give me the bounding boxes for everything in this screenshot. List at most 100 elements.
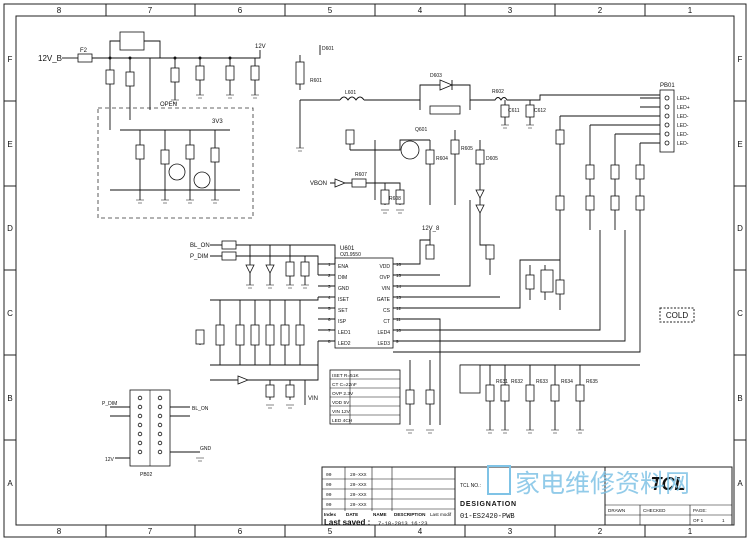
sheet-number: 1: [722, 518, 725, 523]
rev-header: NAME: [373, 512, 387, 517]
open-label: OPEN: [160, 102, 177, 108]
fuse-ref: F2: [80, 48, 88, 54]
fuse-resistor: [295, 61, 305, 85]
v33-label: 3V3: [212, 119, 223, 125]
input-power-section: 12V_B F2 12V OPEN 3V3: [38, 31, 266, 219]
row-label: E: [737, 140, 742, 149]
resistor: [125, 71, 135, 87]
zener-diode: [265, 264, 275, 274]
brand-logo: TCL: [651, 474, 686, 494]
col-label: 5: [328, 527, 333, 536]
ref-label: C611: [508, 108, 520, 114]
ic-ref: U601: [340, 246, 355, 252]
ic-pin-right: LED4: [377, 330, 390, 336]
pin-label: LED+: [677, 96, 690, 102]
ic-pin-num: 11: [396, 317, 401, 322]
table-row: VDD 5V: [332, 400, 350, 406]
bottom-rc-section: R631 R632 R633 R634 R635: [405, 260, 640, 434]
ic-pin-num: 16: [396, 262, 402, 267]
ic-pin-left: LED1: [338, 330, 351, 336]
col-label: 6: [238, 6, 243, 15]
checked-label: CHECKED: [643, 508, 666, 513]
ic-pin-right: OVP: [379, 275, 390, 281]
ic-pin-num: 8: [328, 339, 331, 344]
controller-ic: U601 OZL9550 ENA DIM GND ISET SET ISP LE…: [318, 200, 641, 360]
ic-pin-left: SET: [338, 308, 348, 314]
ic-pin-left: LED2: [338, 341, 351, 347]
zener-diode: [245, 264, 255, 274]
last-saved-value: 7-10-2013_16:23: [378, 520, 428, 527]
pin-label: LED+: [677, 105, 690, 111]
row-label: F: [8, 55, 13, 64]
ref-label: D601: [322, 46, 334, 52]
ic-pin-num: 12: [396, 306, 402, 311]
table-row: ISET R=51K: [332, 373, 360, 379]
col-label: 1: [688, 527, 693, 536]
gnd-label: GND: [200, 446, 212, 452]
col-label: 1: [688, 6, 693, 15]
resistor: [170, 67, 180, 83]
row-label: F: [738, 55, 743, 64]
mosfet-q601: [400, 140, 420, 160]
pin-label: LED-: [677, 114, 689, 120]
rev-date: 20-XXX: [350, 472, 367, 478]
ref-label: R632: [511, 379, 523, 385]
table-row: CT C=22nF: [332, 382, 357, 388]
zener-diode: [475, 204, 485, 214]
col-label: 5: [328, 6, 333, 15]
ic-value-table: ISET R=51K CT C=22nF OVP 2.3V VDD 5V VIN…: [308, 369, 401, 425]
row-label: B: [7, 394, 12, 403]
rev-index: 00: [326, 502, 332, 508]
ic-pin-num: 4: [328, 295, 331, 300]
connector-ref: PB01: [660, 83, 675, 89]
pin-label: LED-: [677, 132, 689, 138]
capacitor: [525, 104, 535, 118]
ic-pin-right: VIN: [382, 286, 391, 292]
ref-label: R602: [492, 89, 504, 95]
ref-label: R605: [461, 146, 473, 152]
capacitor: [225, 65, 235, 81]
last-modif-label: Last modif: [430, 512, 452, 517]
frame-column-labels: 8 7 6 5 4 3 2 1 8 7 6 5 4 3 2 1: [57, 6, 693, 536]
ic-pin-left: ISP: [338, 319, 347, 325]
rev-date: 20-XXX: [350, 502, 367, 508]
rev-header: Index: [324, 512, 336, 517]
ic-pin-num: 1: [328, 262, 331, 267]
rev-header: DESCRIPTION: [394, 512, 426, 517]
rev-date: 20-XXX: [350, 492, 367, 498]
ic-body: [334, 257, 394, 349]
ic-pin-num: 7: [328, 328, 331, 333]
p-dim-pin-label: P_DIM: [102, 401, 117, 407]
inductor-l601: [339, 96, 365, 101]
ref-label: C612: [534, 108, 546, 114]
rev-date: 20-XXX: [350, 482, 367, 488]
watermark-text: 家电维修资料网: [515, 469, 690, 498]
last-saved-label: Last saved :: [324, 518, 370, 527]
transistor: [168, 163, 186, 181]
mosfet-q603: [119, 31, 145, 51]
cold-label: COLD: [666, 311, 688, 320]
ic-pin-num: 10: [396, 328, 402, 333]
ic-pin-num: 9: [396, 339, 399, 344]
control-input-section: BL_ON P_DIM: [190, 240, 336, 409]
ic-pin-left: GND: [338, 286, 350, 292]
ic-pin-num: 6: [328, 317, 331, 322]
ic-pin-left: ISET: [338, 297, 349, 303]
ref-label: D605: [486, 156, 498, 162]
capacitor-c631: [345, 129, 355, 145]
ref-label: R608: [389, 196, 401, 202]
ref-label: D603: [430, 73, 442, 79]
bl-on-label: BL_ON: [190, 243, 210, 249]
rail-12v-label: 12V: [105, 457, 115, 463]
watermark: 家电维修资料网: [487, 465, 690, 498]
capacitor: [250, 65, 260, 81]
connector-body: [659, 89, 675, 153]
ic-pin-num: 14: [396, 284, 402, 289]
page-label: PAGE:: [693, 508, 707, 513]
ic-pin-num: 2: [328, 273, 331, 278]
vbus-label: 12V: [255, 44, 266, 50]
vbon-label: VBON: [310, 181, 327, 187]
ref-label: R604: [436, 156, 448, 162]
col-label: 4: [418, 6, 423, 15]
